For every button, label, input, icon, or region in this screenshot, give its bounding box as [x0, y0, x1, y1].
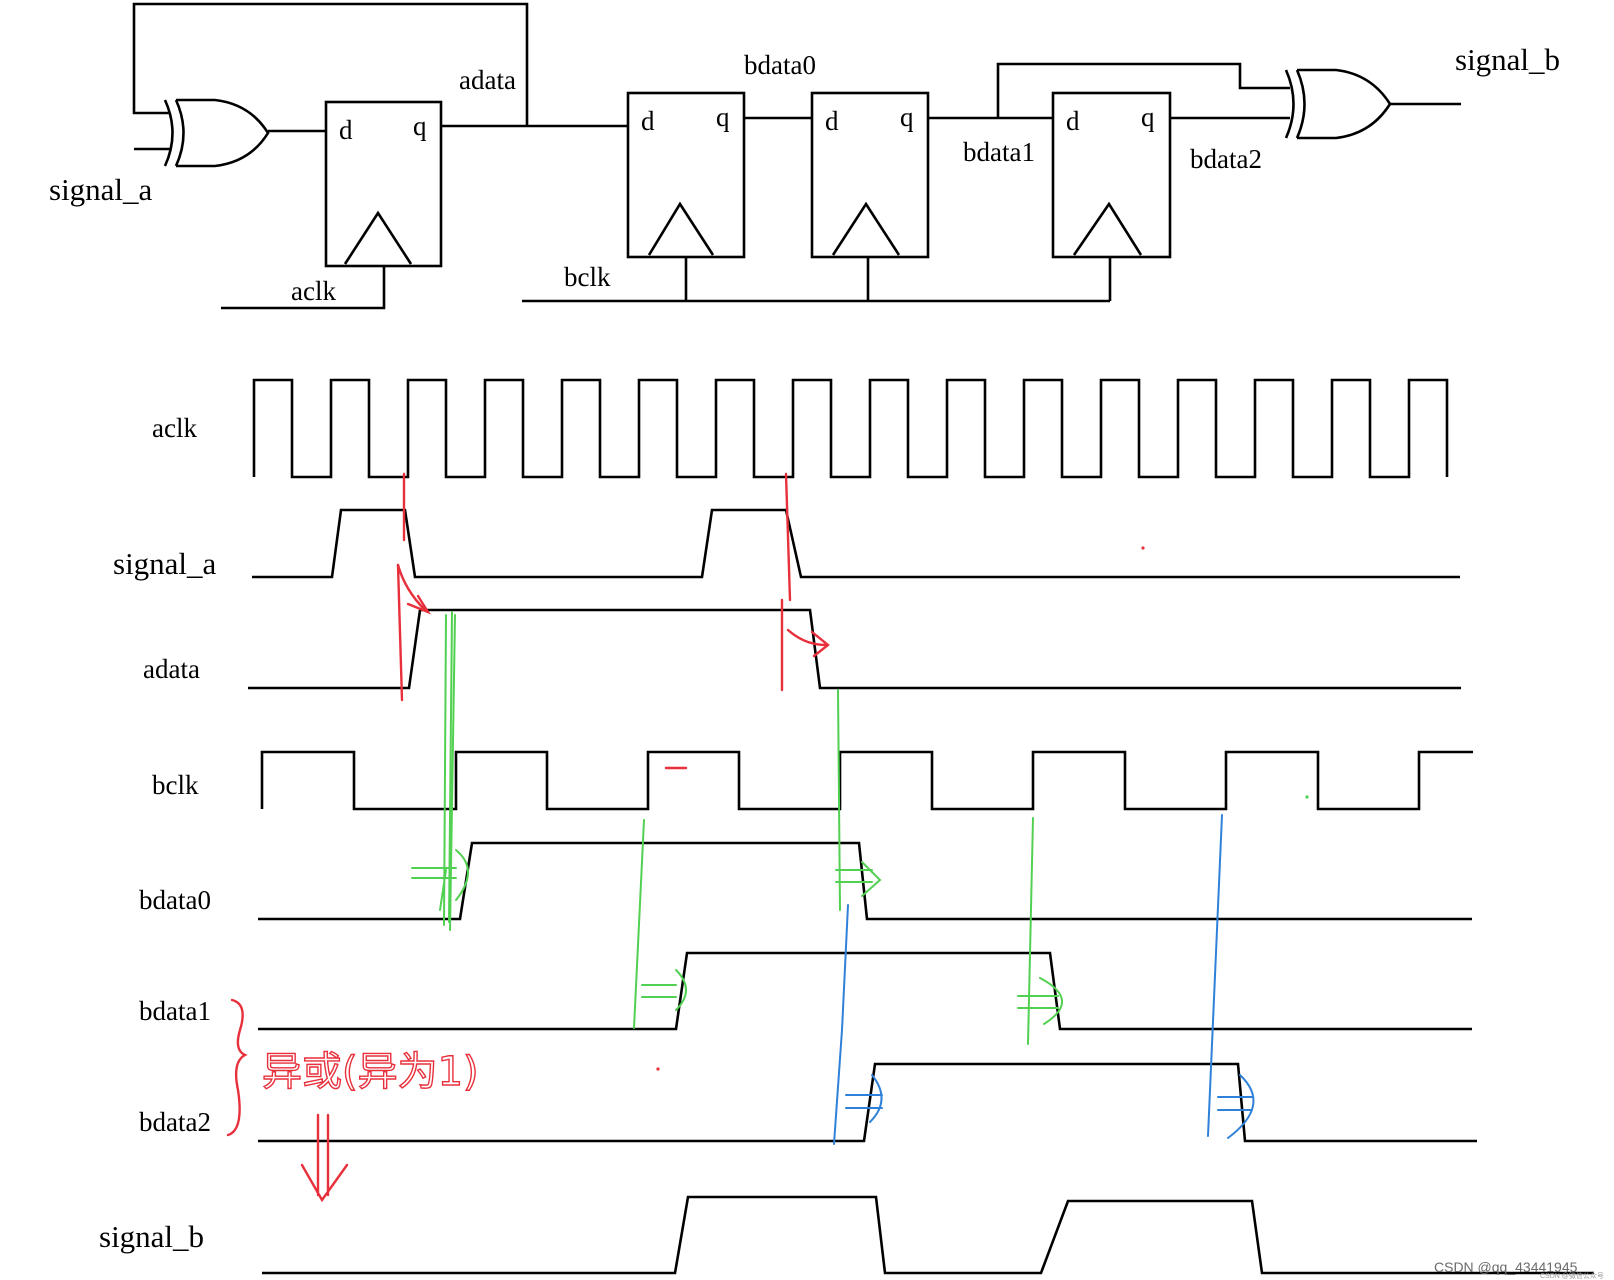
- flipflop-b2: [1051, 91, 1172, 259]
- timing-label-aclk: aclk: [152, 413, 197, 443]
- red-sample-line-1: [396, 472, 406, 702]
- circuit-aclk-label: aclk: [291, 276, 336, 306]
- green-arrow-3: [835, 861, 882, 897]
- timing-label-bclk: bclk: [152, 770, 199, 800]
- circuit-bdata2-label: bdata2: [1190, 144, 1262, 174]
- circuit-adata-label: adata: [459, 65, 516, 95]
- green-arrow-1: [411, 849, 469, 901]
- timing-label-signal-b: signal_b: [99, 1219, 204, 1254]
- blue-arrow-1: [845, 1074, 883, 1123]
- timing-label-signal-a: signal_a: [113, 546, 217, 581]
- circuit-signal-a-label: signal_a: [49, 172, 153, 207]
- green-arrow-2: [641, 969, 687, 1011]
- waveform-signal-a: [252, 508, 1460, 579]
- timing-label-bdata0: bdata0: [139, 885, 211, 915]
- ff-b1-d-pin: d: [825, 106, 839, 136]
- green-sync-line-2: [633, 819, 645, 1029]
- aclk-wire: [221, 266, 386, 310]
- red-brace: [226, 998, 248, 1137]
- timing-waveforms: aclk signal_a adata bclk bdata0 bdata1 b…: [99, 378, 1594, 1275]
- green-sync-line-3: [837, 689, 841, 911]
- green-arrow-4: [1017, 977, 1063, 1025]
- xor-gate-b: [1284, 68, 1392, 140]
- ff-b2-d-pin: d: [1066, 106, 1080, 136]
- feedback-wire: [132, 2, 529, 126]
- waveform-bdata1: [258, 951, 1472, 1031]
- xor-gate-a: [163, 98, 270, 168]
- csdn-watermark: CSDN @qq_43441945: [1434, 1259, 1578, 1275]
- red-dot-1: [1141, 546, 1145, 550]
- green-dot: [1305, 795, 1309, 799]
- waveform-bdata2: [258, 1062, 1477, 1143]
- waveform-signal-b: [262, 1195, 1594, 1275]
- red-arrow-1: [396, 563, 431, 615]
- csdn-watermark-small: CSDN @微信公众号: [1540, 1271, 1604, 1280]
- waveform-aclk: [252, 378, 1449, 479]
- handwritten-note: 异或(异为1): [262, 1049, 479, 1095]
- ff-b2-q-pin: q: [1141, 102, 1155, 132]
- red-double-arrow: [300, 1113, 349, 1203]
- ff-a-d-pin: d: [339, 115, 353, 145]
- waveform-bdata0: [258, 841, 1472, 921]
- handwritten-annotations: 异或(异为1): [226, 472, 1309, 1203]
- blue-arrow-2: [1217, 1074, 1255, 1139]
- circuit-bclk-label: bclk: [564, 262, 611, 292]
- green-sync-line-4: [1027, 817, 1034, 1045]
- bclk-wire: [522, 257, 1112, 303]
- red-dot-2: [656, 1067, 660, 1071]
- red-arrow-2: [786, 628, 830, 658]
- ff-b1-q-pin: q: [900, 102, 914, 132]
- ff-b0-q-pin: q: [716, 102, 730, 132]
- timing-label-bdata2: bdata2: [139, 1107, 211, 1137]
- timing-label-adata: adata: [143, 654, 200, 684]
- green-sync-line-1: [439, 611, 456, 931]
- ff-a-q-pin: q: [413, 111, 427, 141]
- waveform-adata: [248, 608, 1461, 690]
- flipflop-b1: [810, 91, 930, 259]
- ff-b0-d-pin: d: [641, 106, 655, 136]
- circuit-schematic: d q d q d q d q signal_a aclk adata bdat…: [49, 2, 1560, 310]
- bdata1-tap-wire: [996, 62, 1290, 118]
- blue-sync-line-2: [1207, 814, 1223, 1137]
- timing-label-bdata1: bdata1: [139, 996, 211, 1026]
- blue-sync-line-1: [833, 904, 849, 1145]
- circuit-signal-b-label: signal_b: [1455, 42, 1560, 77]
- circuit-bdata1-label: bdata1: [963, 137, 1035, 167]
- waveform-bclk: [260, 750, 1473, 811]
- red-sample-line-2: [780, 472, 792, 692]
- circuit-bdata0-label: bdata0: [744, 50, 816, 80]
